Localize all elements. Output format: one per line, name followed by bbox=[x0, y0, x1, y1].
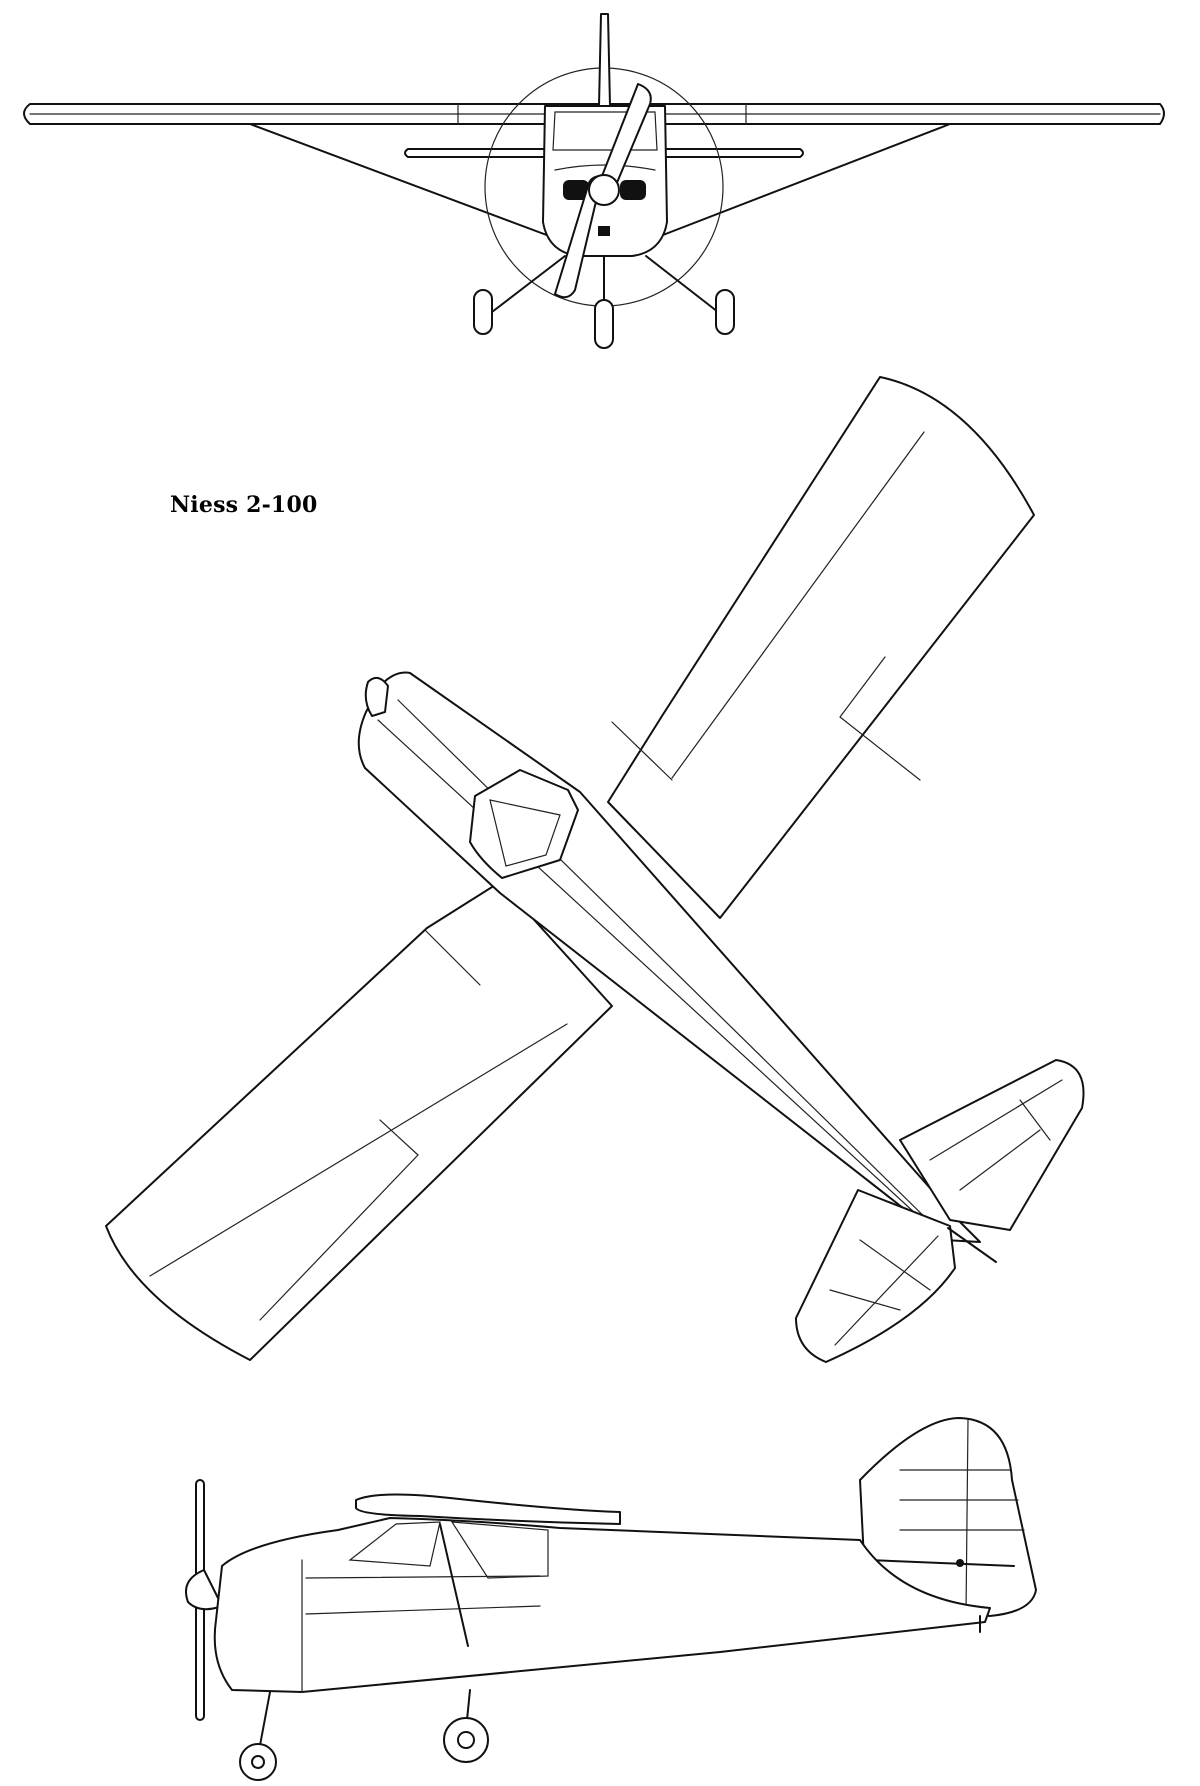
front-right-strut bbox=[649, 123, 951, 241]
top-left-stabilizer bbox=[795, 1189, 956, 1363]
diagram-title: Niess 2-100 bbox=[170, 492, 318, 518]
side-fuselage bbox=[213, 1517, 991, 1693]
side-windshield bbox=[348, 1521, 441, 1567]
side-fin bbox=[859, 1417, 1037, 1617]
cowl-intake-right bbox=[620, 180, 646, 200]
front-spinner bbox=[588, 174, 620, 206]
cowl-outlet bbox=[598, 226, 610, 236]
top-spinner bbox=[364, 676, 389, 717]
cowl-intake-left bbox=[563, 180, 589, 200]
front-left-gear-leg bbox=[491, 255, 566, 313]
top-right-stabilizer bbox=[899, 1059, 1085, 1231]
top-rudder bbox=[947, 1227, 997, 1263]
side-wing bbox=[355, 1493, 621, 1525]
front-right-gear-leg bbox=[645, 255, 719, 313]
top-canopy bbox=[469, 769, 579, 879]
top-right-wing bbox=[607, 376, 1035, 919]
top-left-wing bbox=[105, 881, 613, 1361]
front-right-wheel bbox=[715, 289, 735, 335]
side-spinner bbox=[185, 1569, 223, 1611]
front-left-strut bbox=[249, 123, 561, 241]
front-nose-wheel bbox=[594, 299, 614, 349]
side-stabilizer bbox=[867, 1559, 1015, 1567]
side-window bbox=[450, 1521, 549, 1579]
front-left-wheel bbox=[473, 289, 493, 335]
side-wing-strut bbox=[439, 1523, 469, 1647]
